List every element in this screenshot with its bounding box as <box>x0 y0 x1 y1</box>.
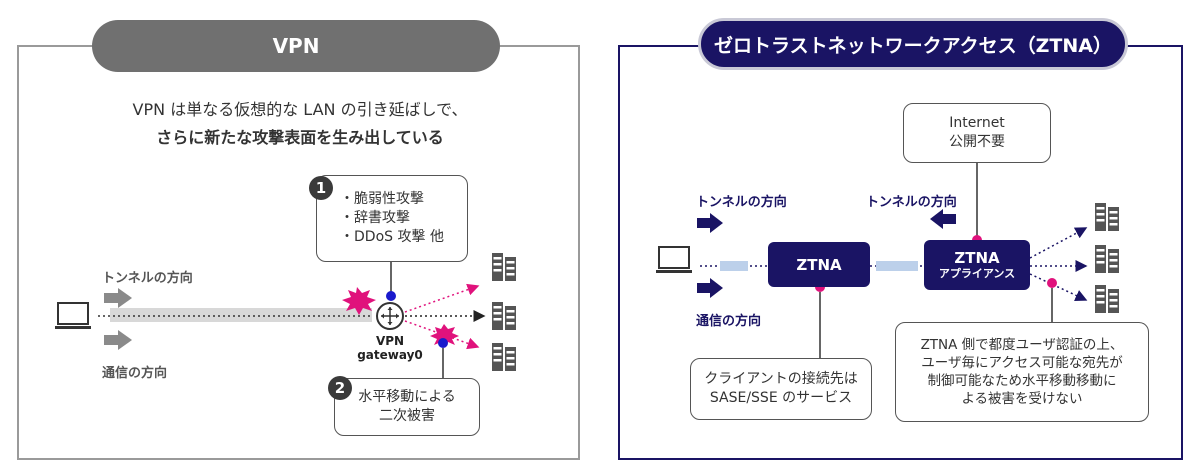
ztna-auth-line1: ZTNA 側で都度ユーザ認証の上、 <box>920 336 1124 353</box>
ztna-appliance-line2: アプライアンス <box>938 267 1016 281</box>
vpn-gateway-label-line1: VPN <box>375 334 405 348</box>
vpn-attack-burst-icon <box>342 287 376 315</box>
vpn-tunnel-arrow-icon <box>104 288 132 308</box>
ztna-auth-box: ZTNA 側で都度ユーザ認証の上、 ユーザ毎にアクセス可能な宛先が 制御可能なた… <box>895 322 1149 422</box>
vpn-attack-item-2: ・辞書攻撃 <box>340 210 411 227</box>
ztna-tunnel-segment-2 <box>876 261 918 271</box>
vpn-lateral-point-icon <box>438 338 448 348</box>
ztna-auth-line2: ユーザ毎にアクセス可能な宛先が <box>921 354 1123 371</box>
vpn-title: VPN <box>272 34 320 58</box>
vpn-lateral-line1: 水平移動による <box>358 389 456 406</box>
ztna-tunnel-segment-1 <box>720 261 748 271</box>
vpn-server-icon-2 <box>492 302 516 330</box>
ztna-client-line1: クライアントの接続先は <box>704 371 858 388</box>
ztna-box: ZTNA <box>768 242 870 287</box>
ztna-tunnel-label-left: トンネルの方向 <box>696 195 787 210</box>
ztna-appliance-line1: ZTNA <box>954 249 1000 268</box>
ztna-client-box: クライアントの接続先は SASE/SSE のサービス <box>690 358 872 420</box>
ztna-server-icon-2 <box>1095 245 1119 273</box>
ztna-comm-arrow-icon <box>697 278 723 298</box>
vpn-headline-line2: さらに新たな攻撃表面を生み出している <box>156 128 444 147</box>
vpn-title-pill: VPN <box>92 20 500 72</box>
ztna-laptop-icon <box>655 246 693 274</box>
ztna-appliance-point-icon <box>1047 278 1057 288</box>
ztna-title-pill: ゼロトラストネットワークアクセス（ZTNA） <box>698 18 1128 70</box>
ztna-comm-label: 通信の方向 <box>696 314 762 329</box>
vpn-comm-arrow-icon <box>104 330 132 350</box>
ztna-appliance-box: ZTNA アプライアンス <box>924 240 1030 290</box>
vpn-attack-item-3: ・DDoS 攻撃 他 <box>340 228 444 245</box>
ztna-box-label: ZTNA <box>796 255 842 274</box>
vpn-lateral-burst-icon <box>430 324 459 348</box>
vpn-gateway-router-icon <box>376 302 404 330</box>
vpn-server-icon-3 <box>492 343 516 371</box>
vpn-tunnel-bar <box>110 308 372 322</box>
ztna-tunnel-arrow-left-icon <box>930 209 956 229</box>
ztna-server-icon-1 <box>1095 203 1119 231</box>
vpn-gateway-label-line2: gateway0 <box>357 348 423 363</box>
vpn-laptop-icon <box>54 302 92 330</box>
ztna-internet-line1: Internet <box>949 115 1005 132</box>
vpn-server-icon-1 <box>492 253 516 281</box>
ztna-title: ゼロトラストネットワークアクセス（ZTNA） <box>713 34 1112 57</box>
vpn-gateway-label: VPN gateway0 <box>350 334 430 363</box>
vpn-attack-number-badge: 1 <box>309 176 333 200</box>
vpn-headline-line1: VPN は単なる仮想的な LAN の引き延ばしで、 <box>132 100 468 119</box>
ztna-server-arrow-bottom <box>1029 273 1088 302</box>
vpn-attack-point-icon <box>386 291 396 301</box>
ztna-internet-line2: 公開不要 <box>949 134 1005 150</box>
ztna-client-line2: SASE/SSE のサービス <box>709 390 853 406</box>
vpn-lateral-line2: 二次被害 <box>379 408 435 424</box>
vpn-comm-label: 通信の方向 <box>102 366 168 381</box>
vpn-lateral-number-badge: 2 <box>328 376 352 400</box>
vpn-attack-box: ・脆弱性攻撃 ・辞書攻撃 ・DDoS 攻撃 他 <box>316 175 468 262</box>
ztna-internet-box: Internet 公開不要 <box>903 103 1051 163</box>
vpn-lateral-arrow-top <box>404 283 480 313</box>
ztna-auth-line3: 制御可能なため水平移動移動に <box>927 373 1117 389</box>
ztna-tunnel-arrow-icon <box>697 213 723 233</box>
ztna-tunnel-label-right: トンネルの方向 <box>866 195 957 210</box>
ztna-auth-line4: よる被害を受けない <box>961 391 1083 408</box>
vpn-lateral-box: 水平移動による 二次被害 <box>334 378 480 436</box>
vpn-tunnel-label: トンネルの方向 <box>102 271 193 286</box>
vpn-attack-item-1: ・脆弱性攻撃 <box>340 191 425 208</box>
ztna-server-arrow-top <box>1029 227 1088 259</box>
ztna-server-icon-3 <box>1095 285 1119 313</box>
